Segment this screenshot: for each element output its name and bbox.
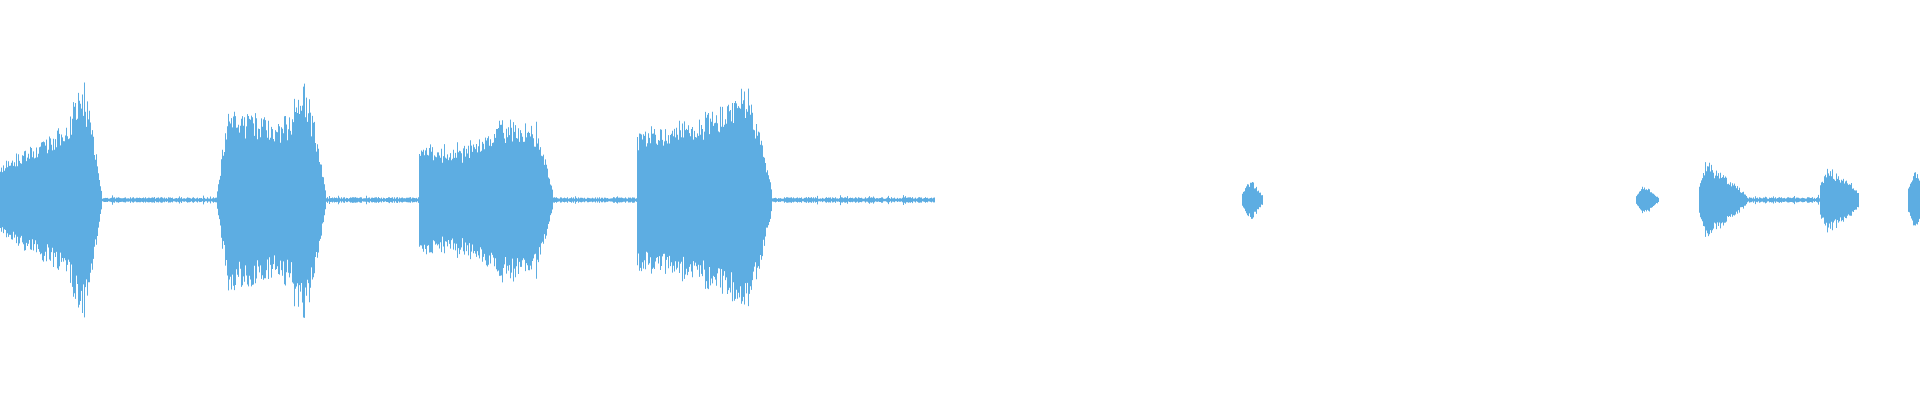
- waveform-path: [0, 82, 1920, 318]
